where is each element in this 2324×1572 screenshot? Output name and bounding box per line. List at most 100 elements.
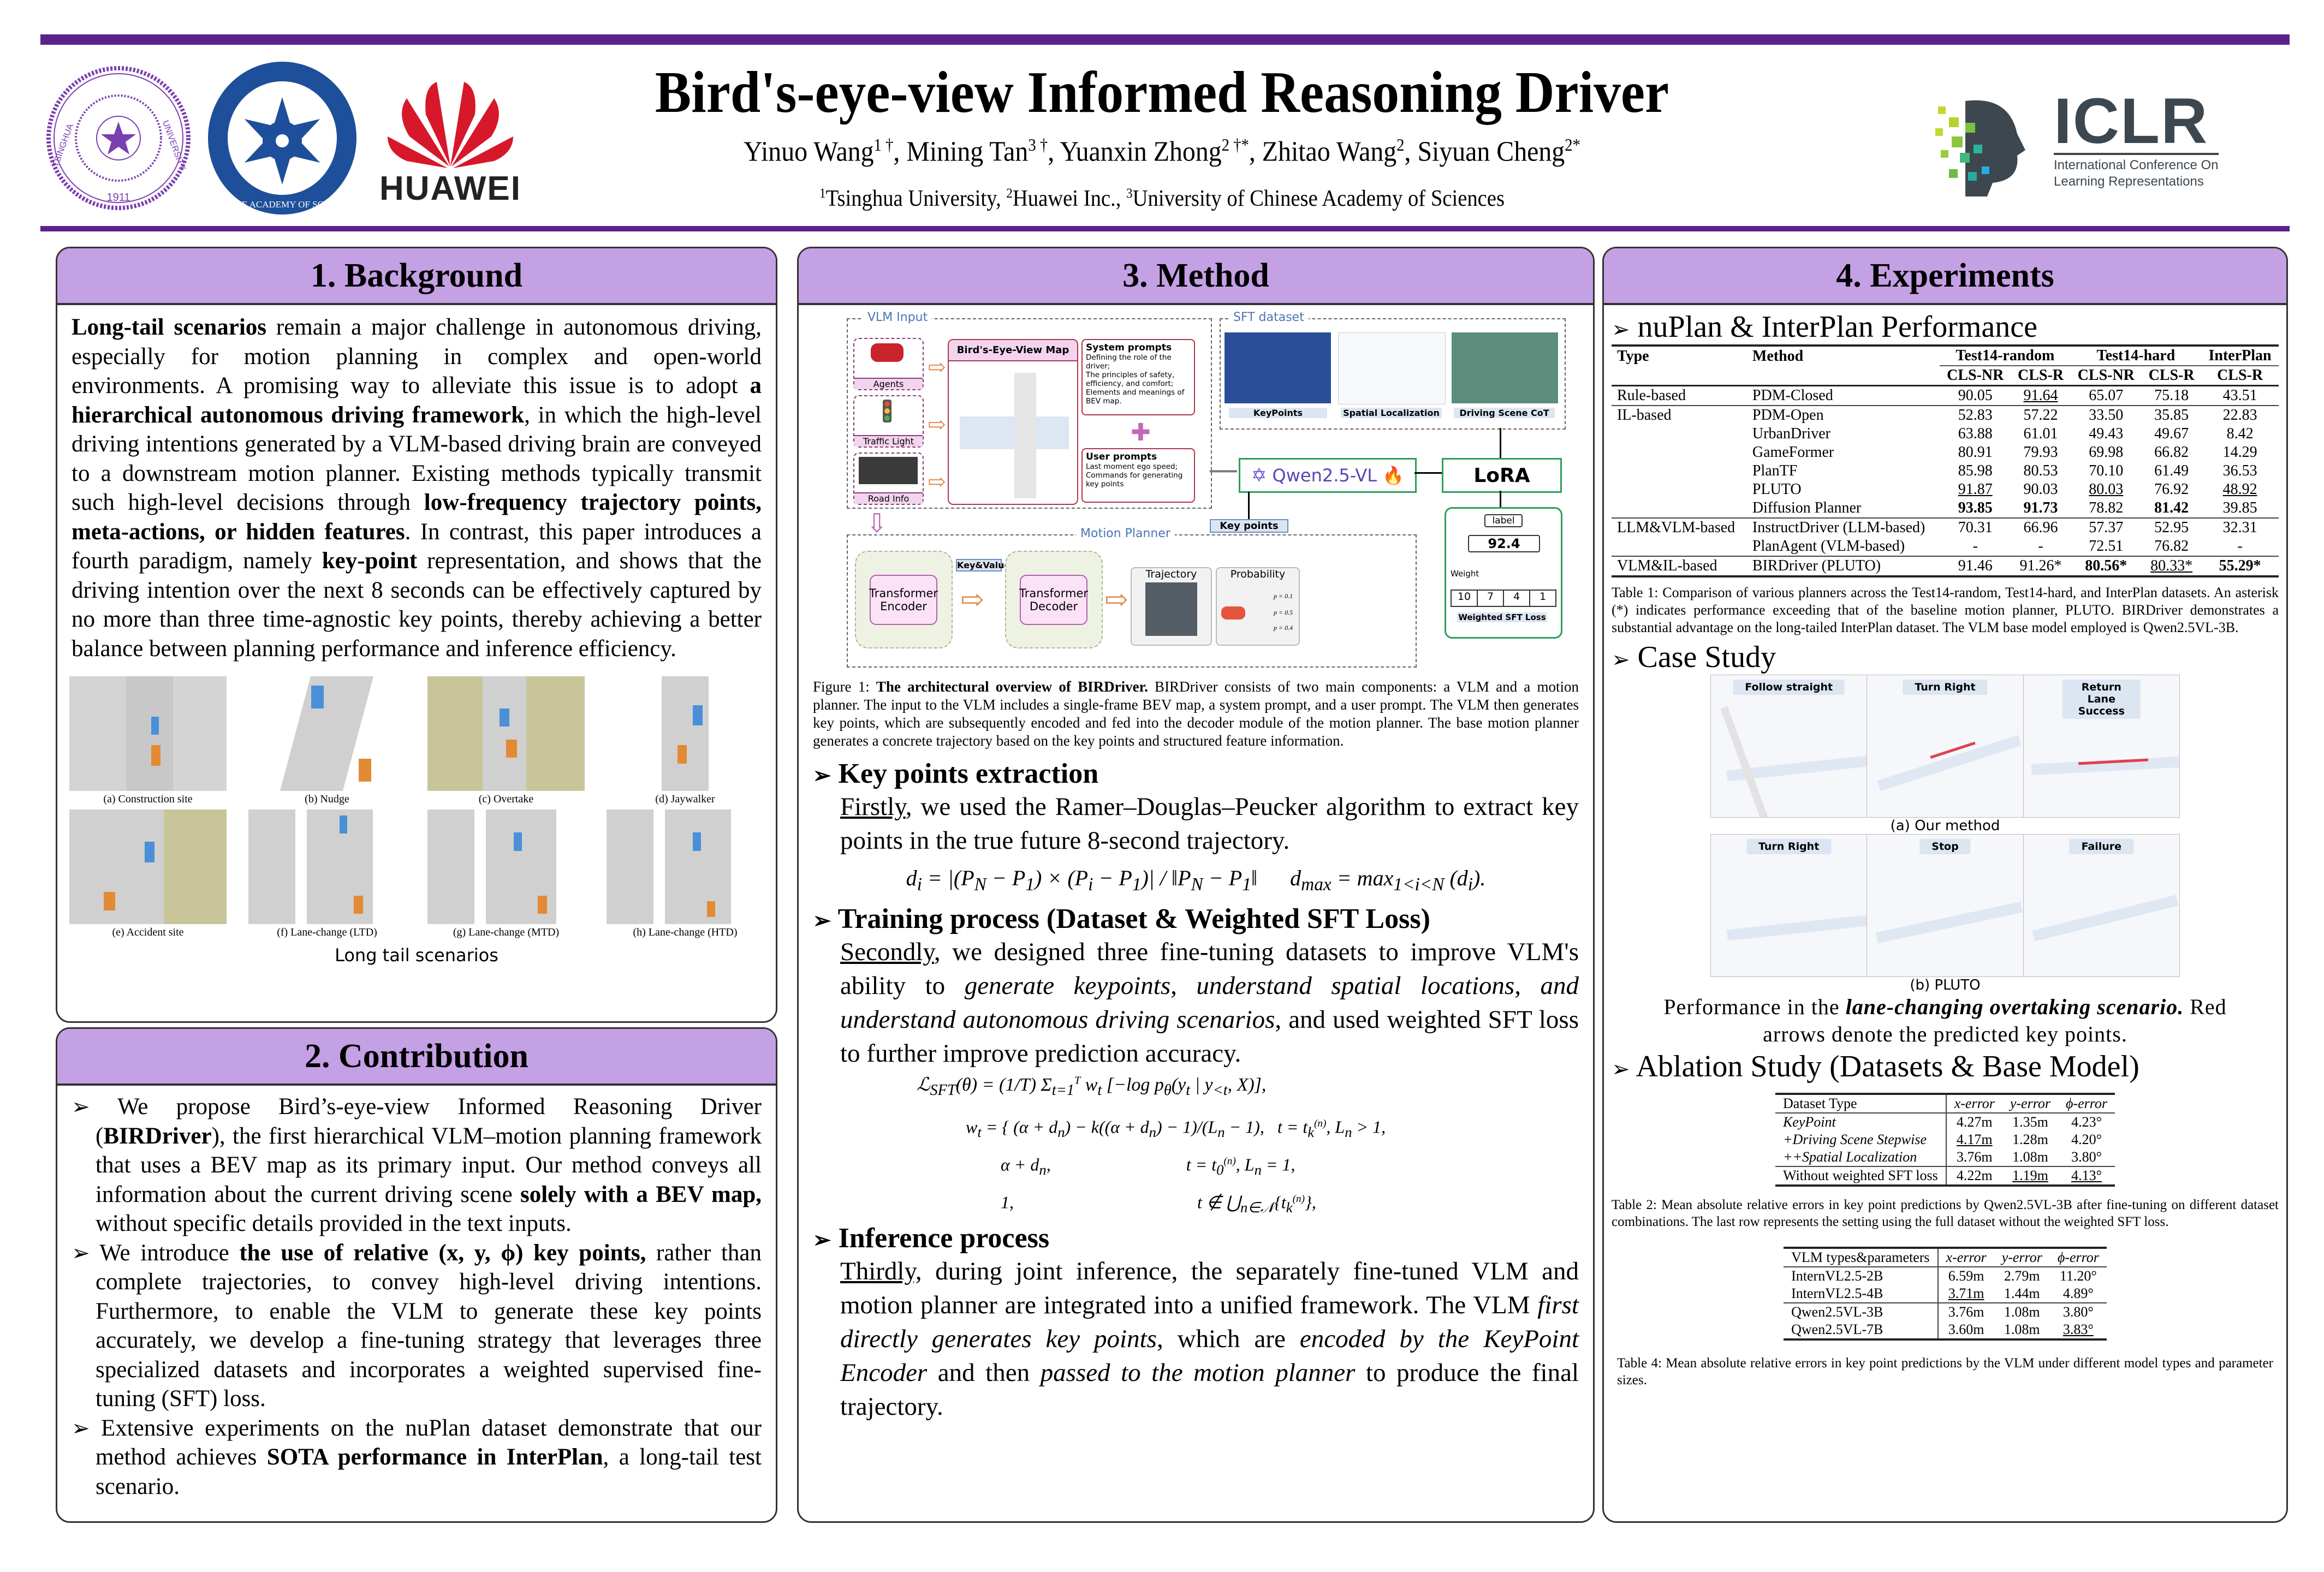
background-panel: 1. Background Long-tail scenarios remain… [56, 247, 777, 1023]
scenario-tile: (h) Lane-change (HTD) [607, 809, 764, 940]
weight-values: 10 7 4 1 [1451, 590, 1556, 607]
value-cell: 4.22m [1956, 1168, 1993, 1183]
scenario-tile: (e) Accident site [69, 809, 227, 940]
row-label: InternVL2.5-4B [1784, 1285, 1939, 1303]
qwen-model-box: ✡ Qwen2.5-VL 🔥 [1239, 458, 1417, 493]
table-caption: Table 1: Comparison of various planners … [1612, 585, 2279, 635]
value-cell: 93.85 [1958, 499, 1993, 516]
arrow-right-icon: ⇨ [928, 469, 946, 494]
method-cell: BIRDriver (PLUTO) [1752, 557, 1881, 574]
subsection-heading: ➢ Key points extraction [813, 758, 1099, 789]
value-cell: 43.51 [2222, 387, 2257, 404]
value-cell: 3.76m [1956, 1149, 1993, 1165]
scenario-tile: (c) Overtake [427, 676, 585, 807]
value-cell: 3.71m [1948, 1285, 1984, 1301]
motion-planner-label: Motion Planner [1076, 527, 1175, 540]
value-cell: 4.20° [2071, 1132, 2102, 1147]
plus-icon: ✚ [1131, 419, 1151, 446]
method-text: Secondly, we designed three fine-tuning … [840, 938, 1579, 1068]
value-cell: - [2038, 538, 2043, 555]
arrow-right-icon: ⇨ [928, 355, 946, 379]
arrow-connector [1414, 472, 1442, 474]
value-cell: 90.05 [1958, 387, 1993, 404]
method-cell: UrbanDriver [1752, 425, 1830, 442]
table-caption: Table 2: Mean absolute relative errors i… [1612, 1198, 2279, 1229]
method-cell: GameFormer [1752, 444, 1834, 461]
value-cell: 36.53 [2222, 462, 2257, 479]
row-label: Without weighted SFT loss [1775, 1166, 1947, 1186]
arrow-right-icon: ⇨ [960, 585, 984, 616]
value-cell: 49.67 [2154, 425, 2189, 442]
method-cell: PLUTO [1752, 481, 1802, 498]
value-cell: 1.08m [2012, 1149, 2048, 1165]
type-cell [1612, 480, 1747, 499]
weight-label: Weight [1451, 569, 1479, 579]
scenario-image [69, 809, 227, 924]
row-label: Qwen2.5VL-3B [1784, 1303, 1939, 1321]
value-cell: 70.31 [1958, 519, 1993, 536]
value-cell: 78.82 [2089, 499, 2124, 516]
value-cell: 61.49 [2154, 462, 2189, 479]
value-cell: 52.83 [1958, 407, 1993, 424]
scenario-tile: (f) Lane-change (LTD) [248, 809, 406, 940]
arrow-bullet-icon: ➢ [1612, 647, 1630, 672]
lora-box: LoRA [1442, 458, 1562, 493]
scenario-tile: (b) Nudge [248, 676, 406, 807]
contribution-panel: 2. Contribution ➢ We propose Bird’s-eye-… [56, 1027, 777, 1523]
tsinghua-year: 1911 [106, 192, 130, 204]
method-text: Firstly, we used the Ramer–Douglas–Peuck… [840, 793, 1579, 855]
method-cell: PDM-Open [1752, 407, 1824, 424]
value-cell: 52.95 [2154, 519, 2189, 536]
driving-scene-image [1452, 332, 1558, 403]
value-cell: 35.85 [2154, 407, 2189, 424]
value-cell: 1.08m [2004, 1304, 2040, 1320]
background-text: Long-tail scenarios remain a major chall… [72, 314, 762, 662]
contribution-bullet: ➢ Extensive experiments on the nuPlan da… [72, 1415, 762, 1499]
value-cell: 79.93 [2023, 444, 2058, 461]
value-cell: 3.60m [1948, 1321, 1984, 1337]
poster-title: Bird's-eye-view Informed Reasoning Drive… [655, 60, 1669, 125]
arrow-bullet-icon: ➢ [1612, 1057, 1630, 1081]
case-panel: Stop [1867, 835, 2024, 976]
svg-text:CHINESE ACADEMY OF SCIENCES: CHINESE ACADEMY OF SCIENCES [209, 199, 356, 210]
value-cell: 39.85 [2222, 499, 2257, 516]
method-panel: 3. Method VLM Input Agents Traffic Light… [797, 247, 1595, 1523]
scenario-figure: (a) Construction site (b) Nudge (c) Over… [57, 663, 776, 940]
tsinghua-logo: 1911 TSINGHUA UNIVERSITY [45, 64, 192, 212]
value-cell: 3.76m [1948, 1304, 1984, 1320]
value-cell: 90.03 [2023, 481, 2058, 498]
value-cell: 2.79m [2004, 1268, 2040, 1284]
case-panel: Return Lane Success [2023, 675, 2179, 817]
value-cell: 4.23° [2071, 1114, 2102, 1130]
scenario-image [607, 809, 764, 924]
system-prompts-box: System prompts Defining the role of the … [1081, 339, 1195, 415]
value-cell: 66.96 [2023, 519, 2058, 536]
type-cell [1612, 425, 1747, 443]
value-cell: 1.35m [2012, 1114, 2048, 1130]
arrow-connector [1210, 471, 1237, 472]
value-cell: 91.73 [2023, 499, 2058, 516]
type-cell: Rule-based [1617, 387, 1686, 404]
subsection-heading: ➢ Ablation Study (Datasets & Base Model) [1612, 1050, 2139, 1083]
value-cell: 81.42 [2154, 499, 2189, 516]
bev-map-box: Bird's-Eye-View Map [948, 339, 1078, 505]
user-prompts-box: User prompts Last moment ego speed; Comm… [1081, 448, 1195, 503]
decoder-region: Transformer Decoder [1005, 551, 1103, 648]
value-cell: 4.89° [2063, 1285, 2094, 1301]
value-cell: 72.51 [2089, 538, 2124, 555]
case-panel: Failure [2023, 835, 2179, 976]
value-cell: 11.20° [2059, 1268, 2097, 1284]
author: Zhitao Wang [1262, 136, 1397, 168]
table-caption: Table 4: Mean absolute relative errors i… [1617, 1356, 2273, 1388]
value-cell: 80.33* [2150, 557, 2193, 574]
spatial-localization-image [1338, 332, 1446, 404]
cas-logo: CHINESE ACADEMY OF SCIENCES [205, 59, 360, 217]
value-cell: 80.56* [2085, 557, 2127, 574]
performance-table: Type Method Test14-random Test14-hard In… [1612, 344, 2279, 577]
